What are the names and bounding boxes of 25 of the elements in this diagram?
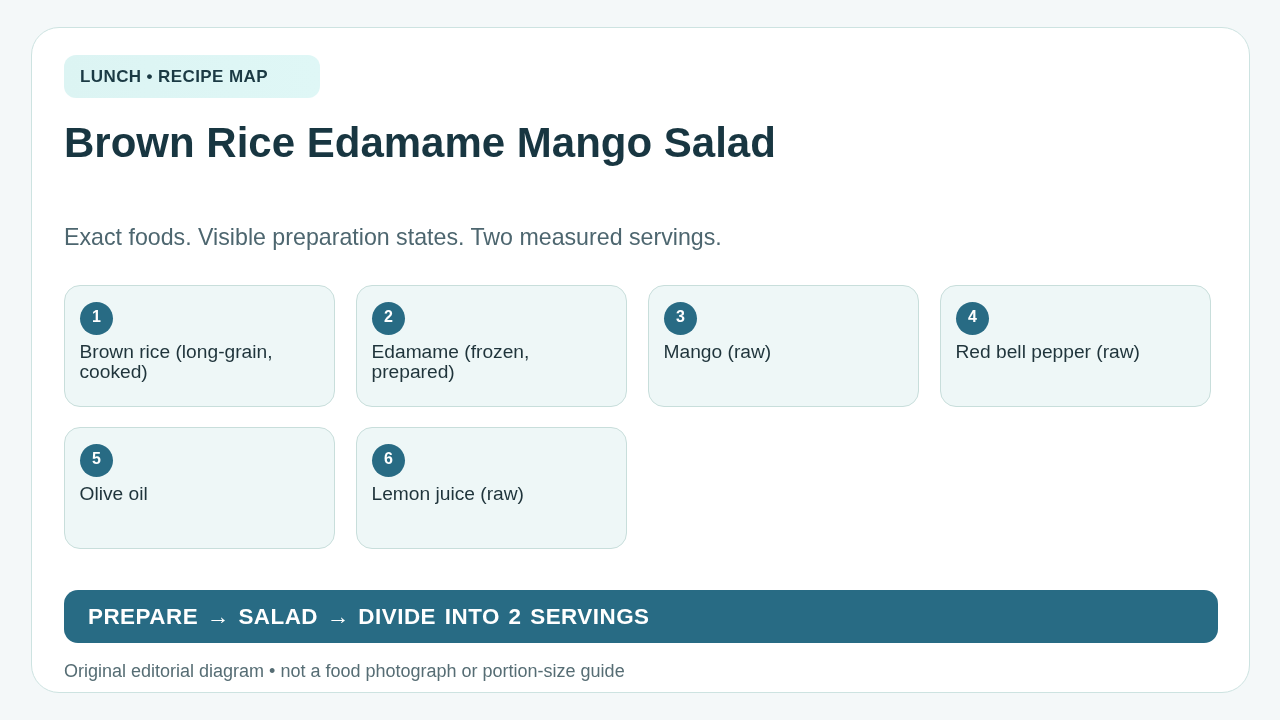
ingredient-name: Lemon juice (raw): [371, 484, 525, 504]
process-steps: PREPARE → SALAD → DIVIDE INTO 2 SERVINGS: [88, 603, 650, 630]
number-badge: 4: [956, 301, 989, 335]
diagram-title: Brown Rice Edamame Mango Salad: [64, 119, 776, 167]
process-banner: [64, 590, 1218, 643]
ingredient-name: Edamame (frozen, prepared): [371, 342, 531, 382]
category-label: LUNCH • RECIPE MAP: [80, 66, 268, 87]
number-badge: 5: [80, 443, 113, 477]
ingredient-card: [648, 285, 919, 407]
category-tag: [64, 55, 320, 98]
ingredient-name: Mango (raw): [663, 342, 773, 362]
footer-caption: Original editorial diagram • not a food photograph or portion-size guide: [64, 660, 625, 682]
ingredient-card: [64, 427, 335, 549]
ingredient-card: [940, 285, 1211, 407]
ingredient-name: Brown rice (long-grain, cooked): [79, 342, 274, 382]
ingredient-name: Olive oil: [79, 484, 149, 504]
number-badge: 1: [80, 301, 113, 335]
ingredient-card: [356, 427, 627, 549]
subtitle: Exact foods. Visible preparation states. Two measured servings.: [64, 224, 722, 251]
ingredient-card: [64, 285, 335, 407]
number-badge: 6: [372, 443, 405, 477]
number-badge: 2: [372, 301, 405, 335]
ingredient-name: Red bell pepper (raw): [955, 342, 1141, 362]
ingredient-card: [356, 285, 627, 407]
number-badge: 3: [664, 301, 697, 335]
